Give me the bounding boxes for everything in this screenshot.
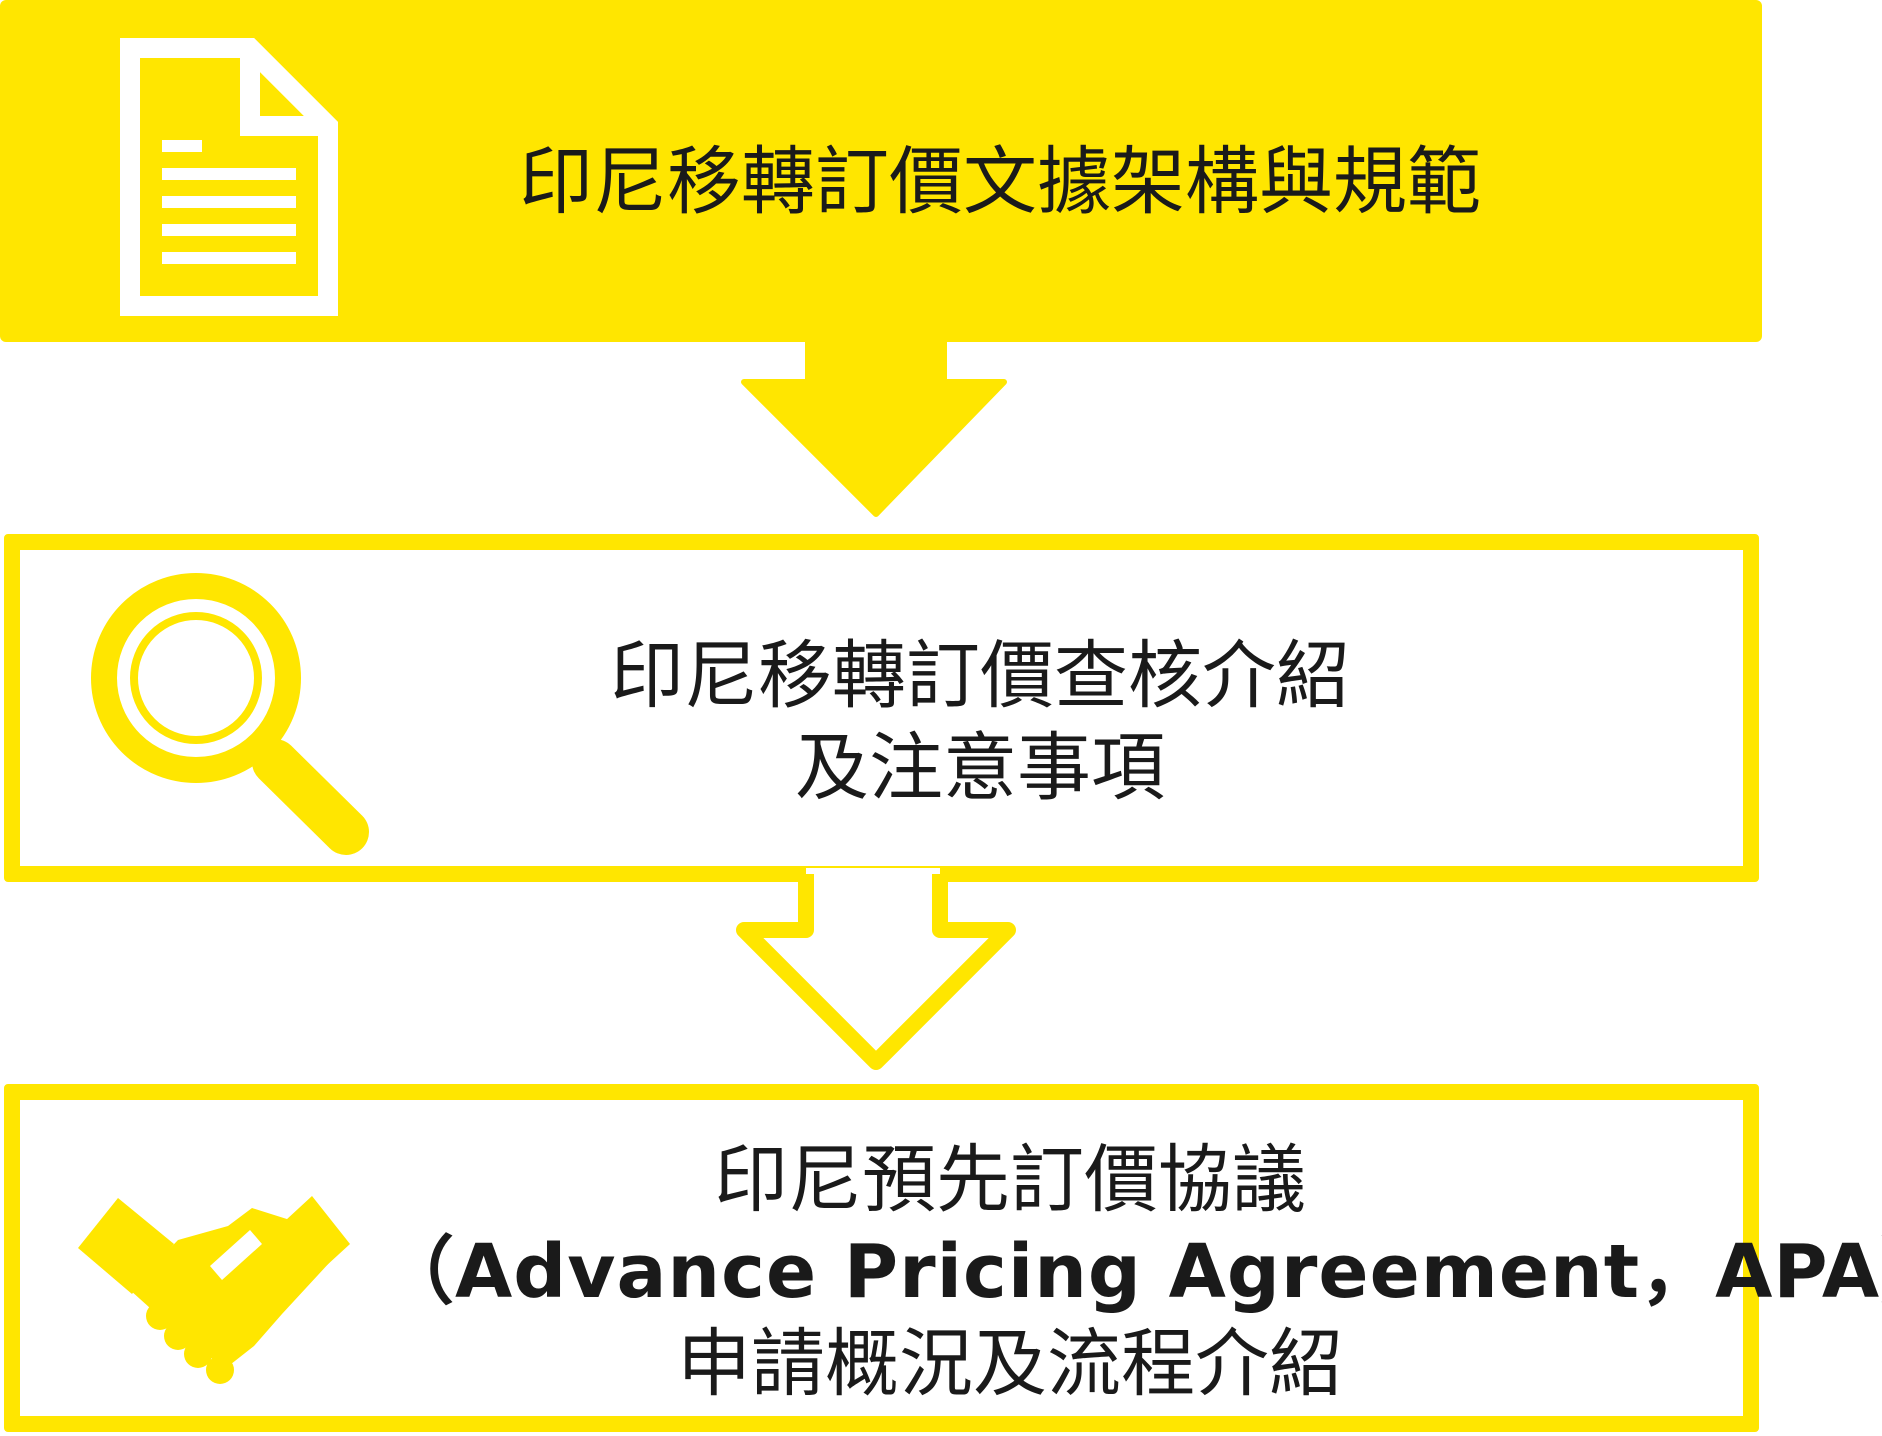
arrow-connector-1 <box>741 339 1007 517</box>
step-2-title: 印尼移轉訂價查核介紹 及注意事項 <box>520 630 1440 814</box>
step-2-line-1: 印尼移轉訂價查核介紹 <box>610 633 1350 719</box>
arrow-connector-2 <box>736 868 1016 1070</box>
step-1-title: 印尼移轉訂價文據架構與規範 <box>470 136 1530 228</box>
step-3-title: 印尼預先訂價協議 （Advance Pricing Agreement，APA）… <box>380 1134 1882 1410</box>
magnifier-icon <box>91 573 369 855</box>
handshake-icon <box>78 1196 350 1384</box>
step-2-line-2: 及注意事項 <box>795 725 1165 811</box>
document-icon <box>120 38 338 316</box>
step-3-line-3: 申請概況及流程介紹 <box>677 1321 1343 1407</box>
step-1-line-1: 印尼移轉訂價文據架構與規範 <box>519 139 1481 225</box>
step-3-line-2: （Advance Pricing Agreement，APA） <box>380 1229 1882 1315</box>
step-3-line-1: 印尼預先訂價協議 <box>714 1137 1306 1223</box>
step-2-box <box>4 534 1759 882</box>
